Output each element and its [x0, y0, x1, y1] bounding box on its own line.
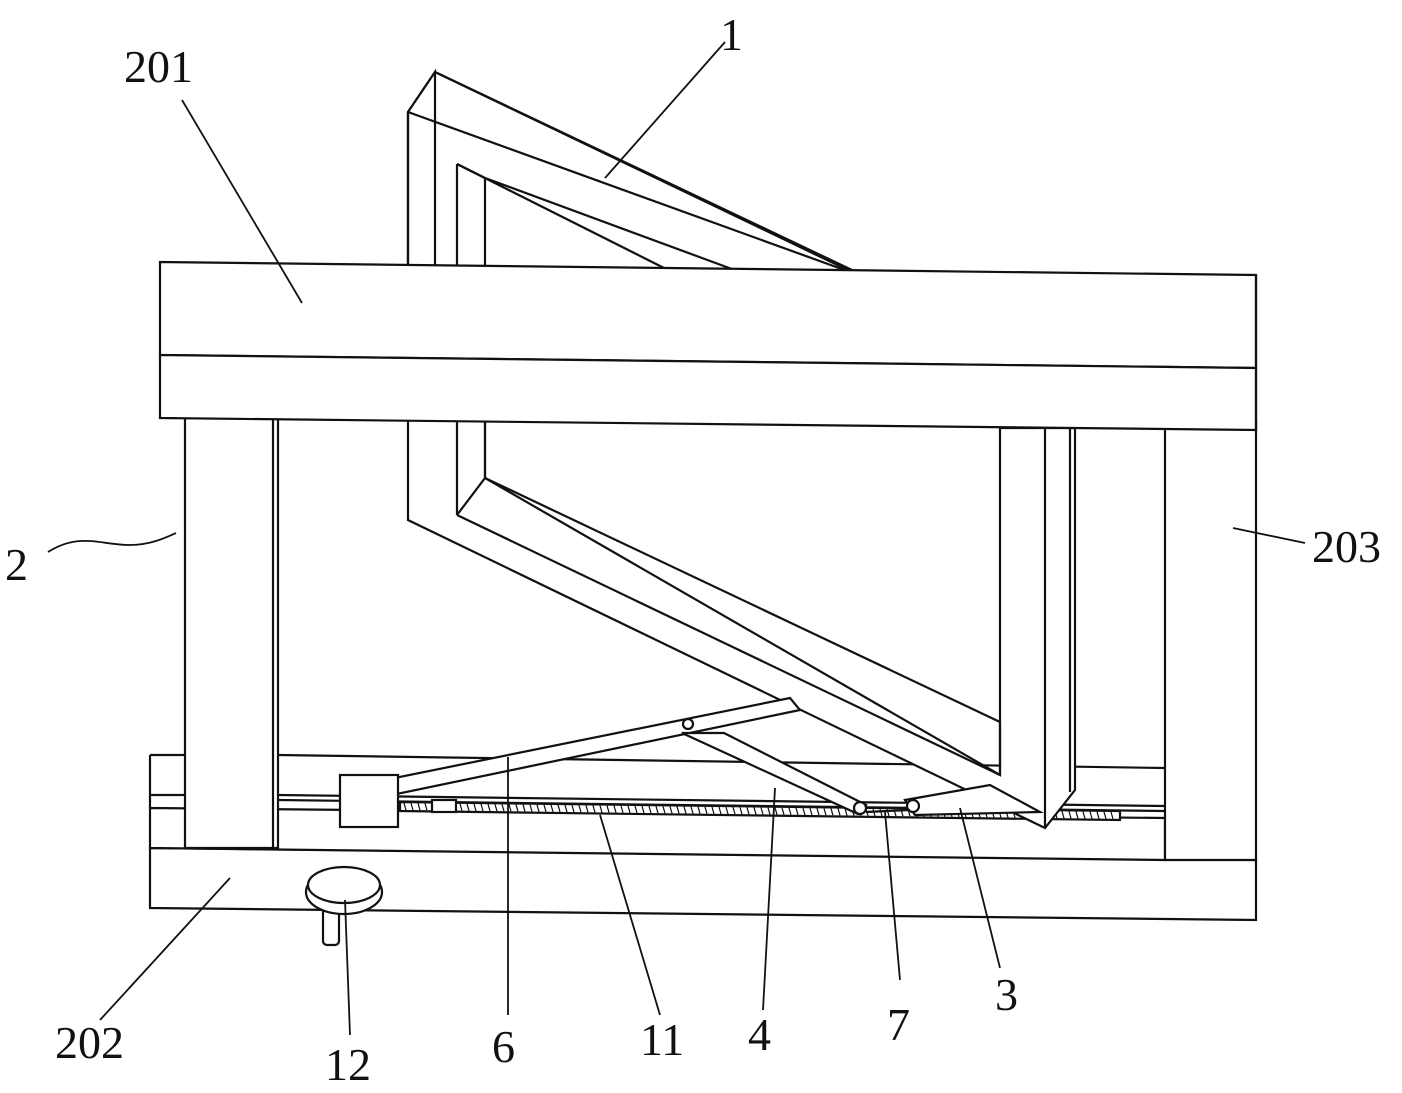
pivot-pin — [683, 719, 693, 729]
leader-2 — [48, 533, 176, 552]
label-11: 11 — [640, 1014, 684, 1065]
knob-12 — [306, 867, 382, 945]
label-3: 3 — [995, 969, 1018, 1020]
left-column-2 — [185, 418, 278, 848]
label-1: 1 — [720, 9, 743, 60]
label-203: 203 — [1312, 521, 1381, 572]
label-201: 201 — [124, 41, 193, 92]
pivot-pin — [854, 802, 866, 814]
top-beam-201 — [160, 262, 1256, 430]
label-12: 12 — [325, 1039, 371, 1090]
label-2: 2 — [5, 539, 28, 590]
label-7: 7 — [887, 999, 910, 1050]
label-4: 4 — [748, 1009, 771, 1060]
label-202: 202 — [55, 1017, 124, 1068]
leader-12 — [345, 900, 350, 1035]
right-column-203 — [1165, 420, 1256, 860]
label-6: 6 — [492, 1021, 515, 1072]
leader-1 — [605, 42, 725, 178]
